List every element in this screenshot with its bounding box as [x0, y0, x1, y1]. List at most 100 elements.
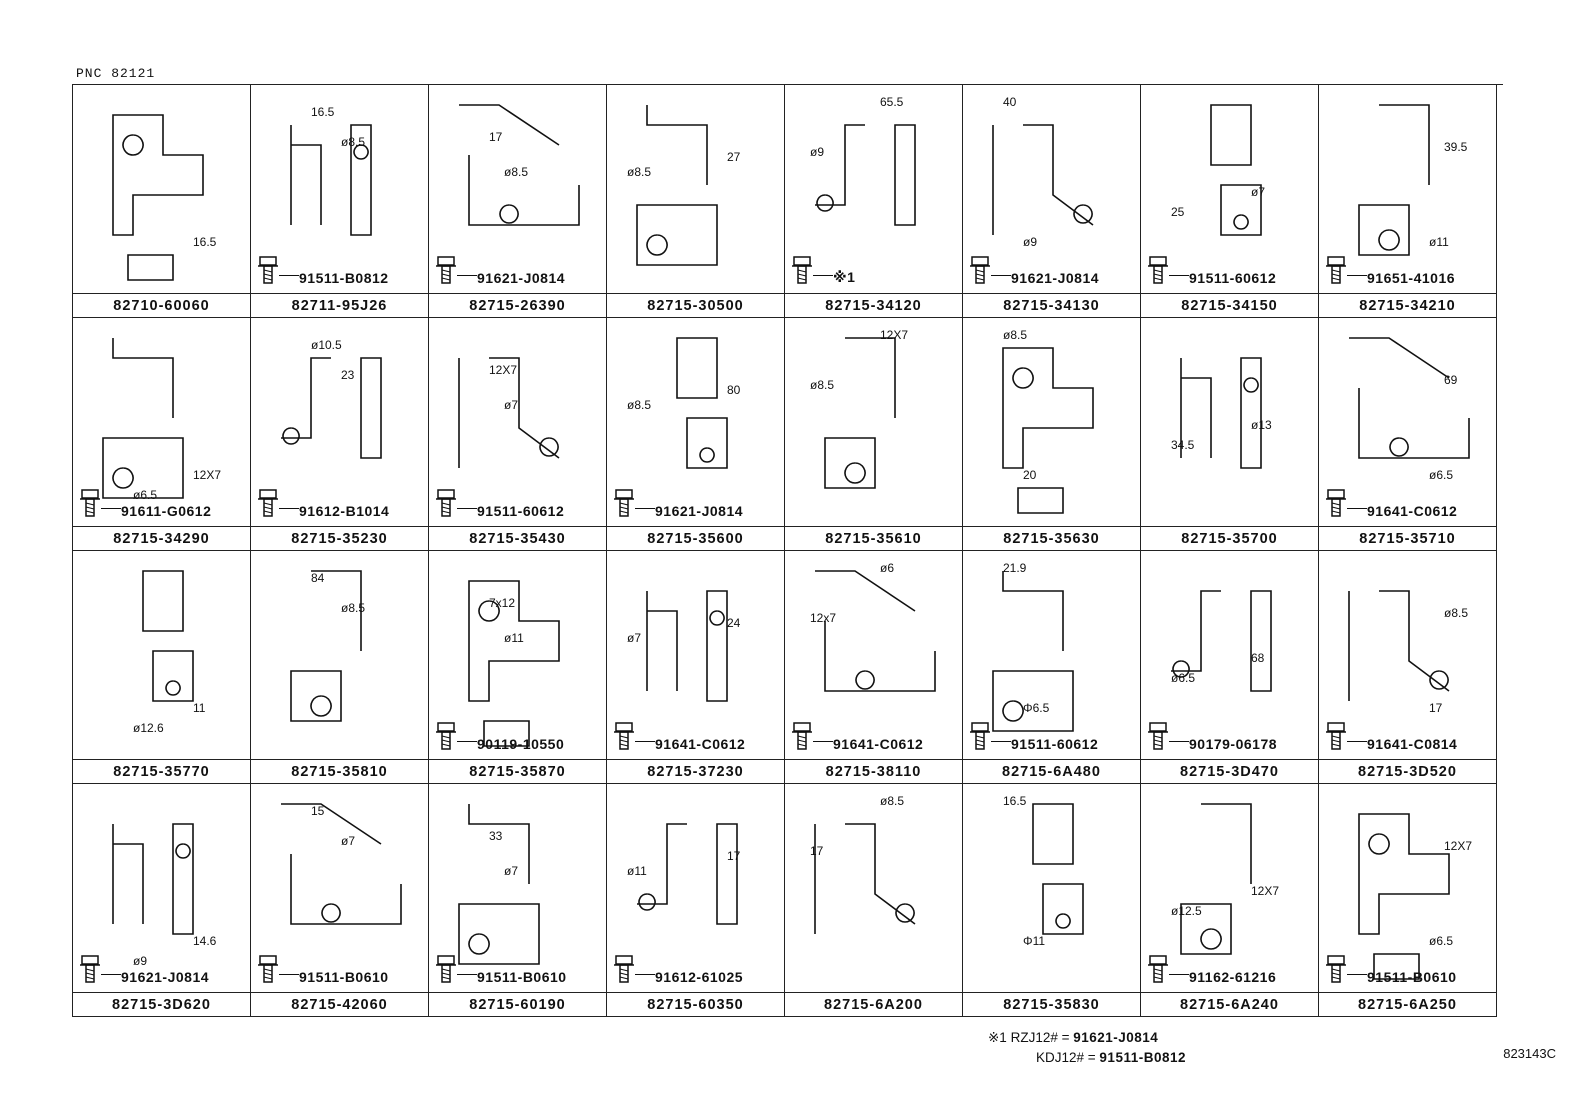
footnote: ※1 RZJ12# = 91621-J0814 KDJ12# = 91511-B…: [988, 1030, 1186, 1070]
bracket-sketch: [992, 571, 1074, 732]
leader-line: [1347, 508, 1367, 509]
dimension-label: ø8.5: [627, 165, 652, 179]
part-number-label: 82715-35600: [607, 527, 785, 551]
leader-line: [457, 741, 477, 742]
pnc-label: PNC 82121: [76, 66, 156, 81]
dimension-label: 65.5: [880, 95, 904, 109]
dimension-label: ø6: [880, 561, 895, 575]
part-drawing-cell: 16.5: [73, 85, 251, 294]
dimension-label: ø8.5: [810, 378, 835, 392]
part-drawing-cell: 80 ø8.5 91621-J0814: [607, 318, 785, 527]
dimension-label: ø11: [1429, 235, 1449, 249]
bolt-part-number: 91511-60612: [1011, 736, 1099, 752]
bolt-icon: [1148, 722, 1168, 750]
dimension-label: 40: [1003, 95, 1017, 109]
dimension-label: ø6.5: [1429, 934, 1454, 948]
bolt-icon: [1148, 955, 1168, 983]
bolt-part-number: 91612-61025: [655, 969, 744, 985]
dimension-label: ø8.5: [341, 601, 366, 615]
bolt-icon: [1148, 256, 1168, 284]
part-number-label: 82715-26390: [429, 294, 607, 318]
footnote-line-2-value: 91511-B0812: [1099, 1050, 1186, 1065]
part-number-label: 82715-34150: [1141, 294, 1319, 318]
bolt-part-number: 91611-G0612: [121, 503, 212, 519]
dimension-label: ø8.5: [504, 165, 529, 179]
bolt-part-number: 91641-C0612: [655, 736, 746, 752]
bracket-outline: [281, 803, 402, 925]
bracket-sketch: [1348, 590, 1450, 701]
dimension-label: ø9: [810, 145, 825, 159]
part-number-label: 82715-35870: [429, 760, 607, 784]
dimension-label: ø12.6: [133, 721, 164, 735]
dimension-label: 69: [1444, 373, 1458, 387]
bolt-part-number: 91621-J0814: [121, 969, 210, 985]
leader-line: [1347, 974, 1367, 975]
bracket-sketch: [112, 823, 194, 935]
bolt-icon: [970, 256, 990, 284]
leader-line: [813, 741, 833, 742]
bolt-part-number: 91511-B0812: [299, 270, 389, 286]
dimension-label: ø7: [341, 834, 356, 848]
bolt-icon: [258, 489, 278, 517]
dimension-label: 12X7: [1444, 839, 1473, 853]
bracket-outline: [281, 357, 382, 459]
dimension-label: 33: [489, 829, 503, 843]
bolt-part-number: 91511-B0610: [1367, 969, 1457, 985]
dimension-label: 16.5: [193, 235, 217, 249]
leader-line: [813, 275, 833, 276]
bolt-part-number: 91612-B1014: [299, 503, 390, 519]
dimension-label: 16.5: [1003, 794, 1027, 808]
leader-line: [279, 275, 299, 276]
leader-line: [457, 974, 477, 975]
leader-line: [279, 974, 299, 975]
dimension-label: ø8.5: [880, 794, 905, 808]
bracket-outline: [1171, 590, 1272, 692]
bracket-outline: [102, 338, 184, 499]
bracket-sketch: [1180, 803, 1252, 955]
dimension-label: ø7: [1251, 185, 1266, 199]
leader-line: [457, 275, 477, 276]
bolt-part-number: 91511-B0610: [299, 969, 389, 985]
bolt-icon: [1326, 256, 1346, 284]
part-number-label: 82715-35830: [963, 993, 1141, 1017]
bracket-sketch: [1171, 590, 1272, 692]
bracket-sketch: [1358, 813, 1450, 980]
bolt-part-number: 91641-C0612: [1367, 503, 1458, 519]
bracket-outline: [290, 570, 362, 722]
dimension-label: 34.5: [1171, 438, 1195, 452]
bracket-outline: [1348, 590, 1450, 701]
dimension-label: 80: [727, 383, 741, 397]
bracket-outline: [992, 571, 1074, 732]
bracket-outline: [1180, 803, 1252, 955]
bracket-sketch: [646, 590, 728, 702]
leader-line: [991, 275, 1011, 276]
bracket-sketch: [814, 823, 916, 934]
bracket-sketch: [1358, 104, 1430, 256]
bolt-part-number: 91621-J0814: [655, 503, 744, 519]
bolt-icon: [436, 722, 456, 750]
bracket-sketch: [992, 124, 1094, 235]
part-number-label: 82715-34210: [1319, 294, 1497, 318]
dimension-label: ø8.5: [627, 398, 652, 412]
bracket-sketch: [281, 357, 382, 459]
dimension-label: 17: [1429, 701, 1443, 715]
dimension-label: ø9: [133, 954, 148, 968]
bracket-sketch: [458, 357, 560, 468]
bracket-outline: [815, 570, 936, 692]
